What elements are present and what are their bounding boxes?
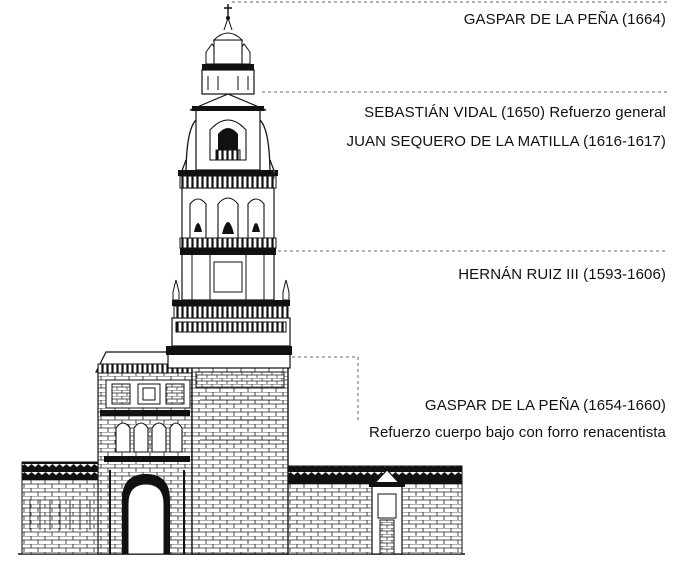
gate-pavilion: [95, 351, 197, 555]
leader-lines: [232, 1, 668, 420]
left-wall: [21, 461, 103, 555]
annotation-hernan-ruiz: HERNÁN RUIZ III (1593-1606): [458, 266, 666, 283]
annotation-gaspar-1664: GASPAR DE LA PEÑA (1664): [463, 11, 666, 28]
annotation-gaspar-1654: GASPAR DE LA PEÑA (1654-1660): [424, 397, 666, 414]
annotation-refuerzo: Refuerzo cuerpo bajo con forro renacenti…: [369, 424, 666, 441]
annotation-vidal: SEBASTIÁN VIDAL (1650) Refuerzo general: [364, 104, 666, 121]
tower: [166, 4, 292, 555]
right-wall: [285, 465, 463, 555]
annotation-sequero: JUAN SEQUERO DE LA MATILLA (1616-1617): [346, 133, 666, 150]
